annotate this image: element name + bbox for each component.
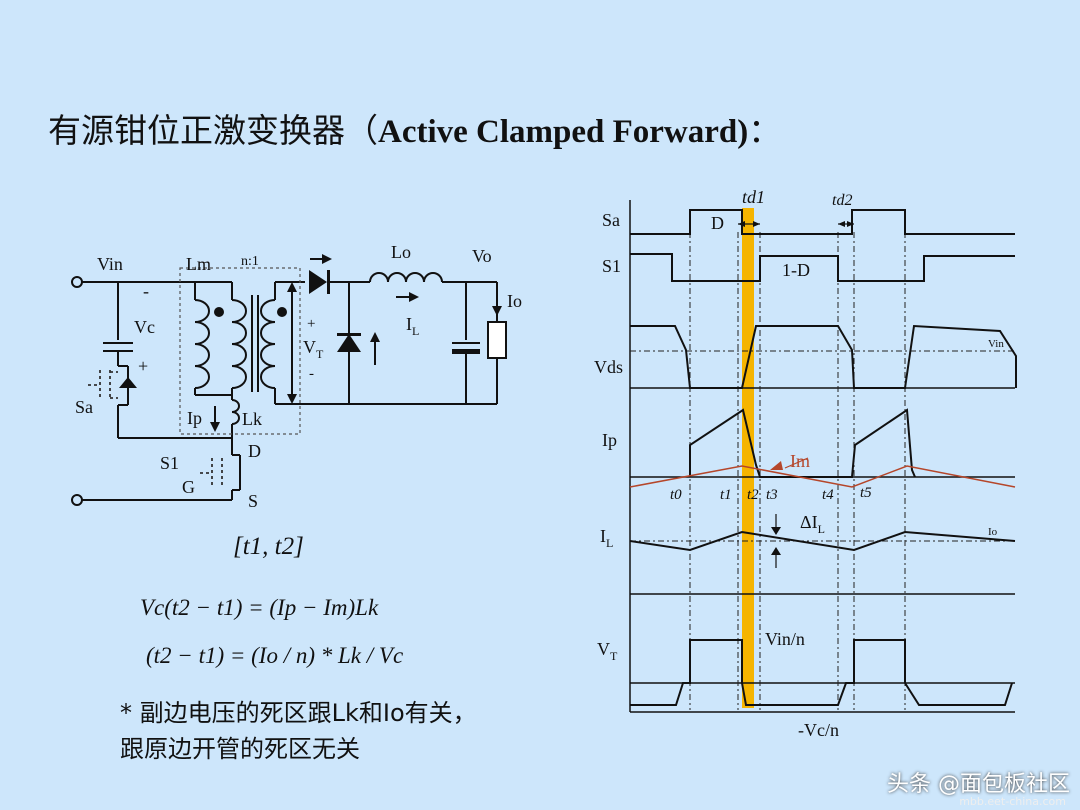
gate-label: G: [182, 477, 195, 497]
page-title: 有源钳位正激变换器（Active Clamped Forward)：: [48, 111, 782, 150]
vt-minus-label: -: [309, 366, 314, 382]
note-line-1: * 副边电压的死区跟Lk和Io有关，: [120, 699, 477, 727]
wave-label-vds: Vds: [594, 357, 623, 377]
equation-1: Vc(t2 − t1) = (Ip − Im)Lk: [140, 595, 379, 620]
time-label-t5: t5: [860, 485, 872, 501]
duty-d-label: D: [711, 213, 724, 233]
time-label-t1: t1: [720, 487, 732, 503]
ip-waveform: [689, 408, 916, 478]
wave-label-vt: VT: [597, 639, 618, 663]
note-line-2: 跟原边开管的死区无关: [120, 735, 360, 763]
sa-waveform: [630, 209, 1015, 235]
lk-label: Lk: [242, 409, 262, 429]
vo-label: Vo: [472, 246, 492, 266]
time-label-t3: t3: [766, 487, 778, 503]
wave-label-s1: S1: [602, 256, 621, 276]
ip-label: Ip: [187, 408, 202, 428]
vt-plus-label: +: [307, 316, 315, 332]
io-small-label: Io: [988, 526, 998, 538]
td1-label: td1: [742, 187, 765, 207]
dead-time-highlight: [742, 208, 754, 708]
s1-label: S1: [160, 453, 179, 473]
vin-over-n-label: Vin/n: [765, 629, 805, 649]
time-label-t0: t0: [670, 487, 682, 503]
vt-label: VT: [303, 337, 324, 361]
watermark: 头条 @面包板社区: [887, 772, 1070, 797]
sa-label: Sa: [75, 397, 93, 417]
vc-label: Vc: [134, 317, 155, 337]
turns-ratio-label: n:1: [241, 254, 259, 269]
lo-label: Lo: [391, 242, 411, 262]
io-label: Io: [507, 291, 522, 311]
vc-minus-label: -: [143, 281, 149, 301]
td2-label: td2: [832, 192, 852, 209]
im-label: Im: [790, 451, 810, 471]
wave-label-ip: Ip: [602, 430, 617, 450]
il-label: IL: [406, 314, 419, 338]
vt-waveform: [630, 639, 1013, 706]
vin-label: Vin: [97, 254, 123, 274]
equation-2: (t2 − t1) = (Io / n) * Lk / Vc: [146, 643, 404, 668]
interval-label: [t1, t2]: [233, 533, 304, 560]
duty-1-d-label: 1-D: [782, 260, 810, 280]
watermark-url: mbb.eet-china.com: [959, 795, 1066, 808]
wave-label-il: IL: [600, 526, 613, 550]
im-waveform: [629, 465, 1016, 488]
time-label-t4: t4: [822, 487, 834, 503]
s1-waveform: [630, 253, 1015, 282]
vds-waveform: [630, 324, 1017, 389]
lm-label: Lm: [186, 254, 211, 274]
circuit-schematic: Vin Lm n:1 Lo Vo Io Vc - + Sa + VT - IL …: [71, 242, 522, 511]
wave-label-sa: Sa: [602, 210, 620, 230]
vc-plus-label: +: [138, 356, 148, 376]
delta-il-label: ΔIL: [800, 512, 825, 536]
il-waveform: [629, 530, 1016, 552]
vc-over-n-label: -Vc/n: [798, 720, 839, 740]
drain-label: D: [248, 441, 261, 461]
source-label: S: [248, 491, 258, 511]
time-label-t2: t2: [747, 487, 759, 503]
vin-small-label: Vin: [988, 338, 1004, 350]
